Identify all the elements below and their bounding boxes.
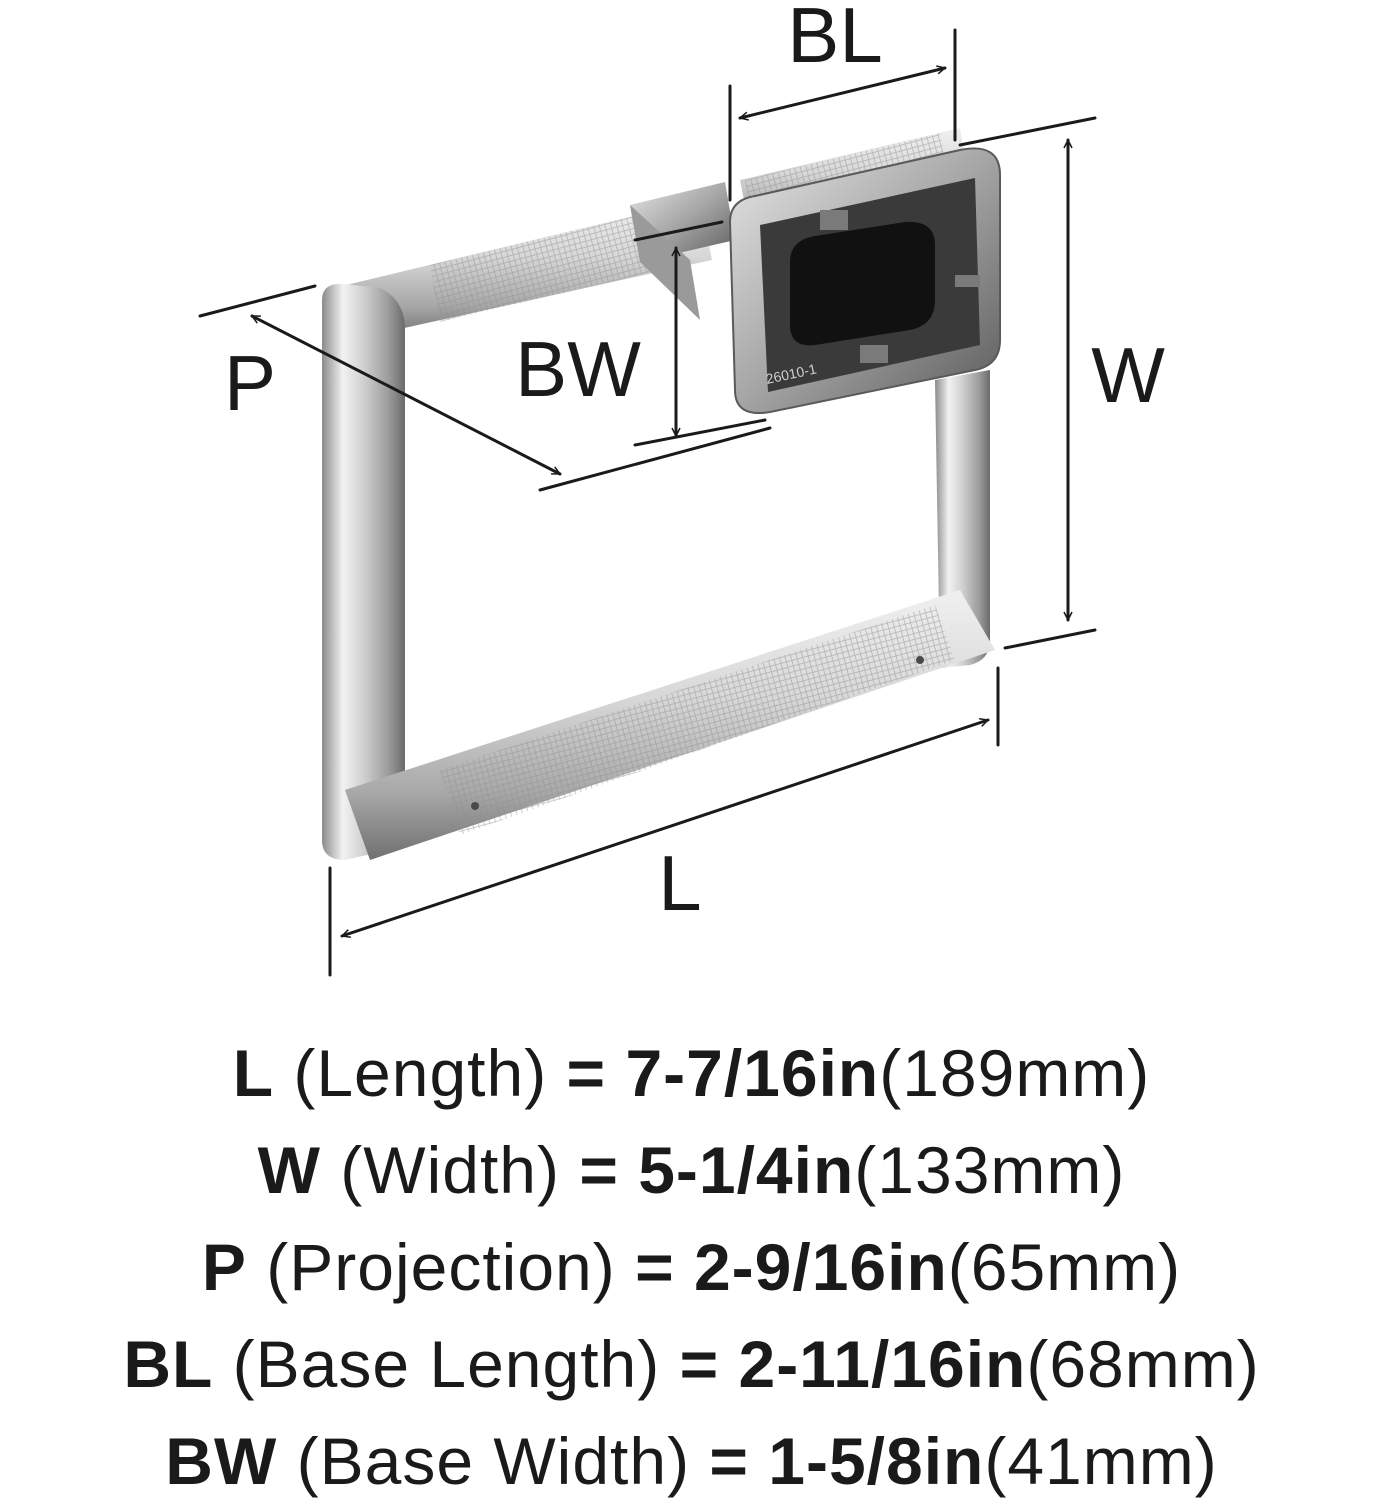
p-extension-left — [198, 284, 317, 318]
spec-imperial: 5-1/4in — [638, 1133, 855, 1207]
spec-equals: = — [566, 1036, 607, 1110]
towel-ring-right-post — [935, 370, 990, 668]
spec-metric: (68mm) — [1026, 1327, 1260, 1401]
mounting-base: 26010-1 — [630, 147, 1001, 414]
set-screw-left-icon — [471, 802, 479, 810]
spec-metric: (65mm) — [947, 1230, 1182, 1304]
spec-metric: (41mm) — [984, 1424, 1218, 1498]
towel-ring-left-post — [322, 283, 405, 860]
set-screw-right-icon — [916, 656, 924, 664]
spec-equals: = — [579, 1133, 619, 1207]
dimension-spec-list: L (Length) = 7-7/16in(189mm) W (Width) =… — [0, 1025, 1383, 1510]
label-l: L — [658, 839, 701, 927]
bl-arrow — [740, 68, 945, 118]
spec-abbr: P — [201, 1230, 247, 1304]
spec-name: (Length) — [293, 1036, 548, 1110]
spec-imperial: 2-9/16in — [693, 1230, 948, 1304]
label-bl: BL — [787, 0, 882, 79]
spec-row-base-width: BW (Base Width) = 1-5/8in(41mm) — [0, 1413, 1383, 1510]
spec-equals: = — [679, 1327, 720, 1401]
dimension-lines — [198, 28, 1097, 977]
spec-abbr: BW — [165, 1424, 278, 1498]
label-p: P — [224, 339, 276, 427]
spec-row-width: W (Width) = 5-1/4in(133mm) — [0, 1122, 1383, 1219]
spec-metric: (189mm) — [879, 1036, 1151, 1110]
w-extension-top — [958, 116, 1097, 147]
spec-imperial: 7-7/16in — [625, 1036, 880, 1110]
label-w: W — [1091, 331, 1165, 419]
w-extension-bottom — [1003, 628, 1097, 650]
spec-name: (Base Width) — [296, 1424, 691, 1498]
spec-equals: = — [709, 1424, 749, 1498]
towel-ring-diagram: 26010-1 BL BW P W L — [198, 0, 1165, 977]
l-arrow — [342, 720, 988, 936]
spec-row-base-length: BL (Base Length) = 2-11/16in(68mm) — [0, 1316, 1383, 1413]
spec-abbr: W — [257, 1133, 321, 1207]
spec-name: (Base Length) — [232, 1327, 661, 1401]
spec-imperial: 2-11/16in — [738, 1327, 1027, 1401]
label-bw: BW — [515, 325, 641, 413]
spec-imperial: 1-5/8in — [768, 1424, 985, 1498]
spec-row-length: L (Length) = 7-7/16in(189mm) — [0, 1025, 1383, 1122]
spec-name: (Width) — [340, 1133, 560, 1207]
bw-extension-bottom — [633, 418, 767, 447]
spec-abbr: L — [232, 1036, 275, 1110]
bw-extension-top — [633, 220, 724, 242]
spec-equals: = — [635, 1230, 675, 1304]
spec-name: (Projection) — [266, 1230, 616, 1304]
spec-row-projection: P (Projection) = 2-9/16in(65mm) — [0, 1219, 1383, 1316]
p-arrow — [250, 314, 562, 476]
spec-abbr: BL — [123, 1327, 214, 1401]
p-extension-right — [538, 426, 772, 492]
spec-metric: (133mm) — [854, 1133, 1126, 1207]
towel-ring-bottom-bar — [345, 590, 995, 860]
